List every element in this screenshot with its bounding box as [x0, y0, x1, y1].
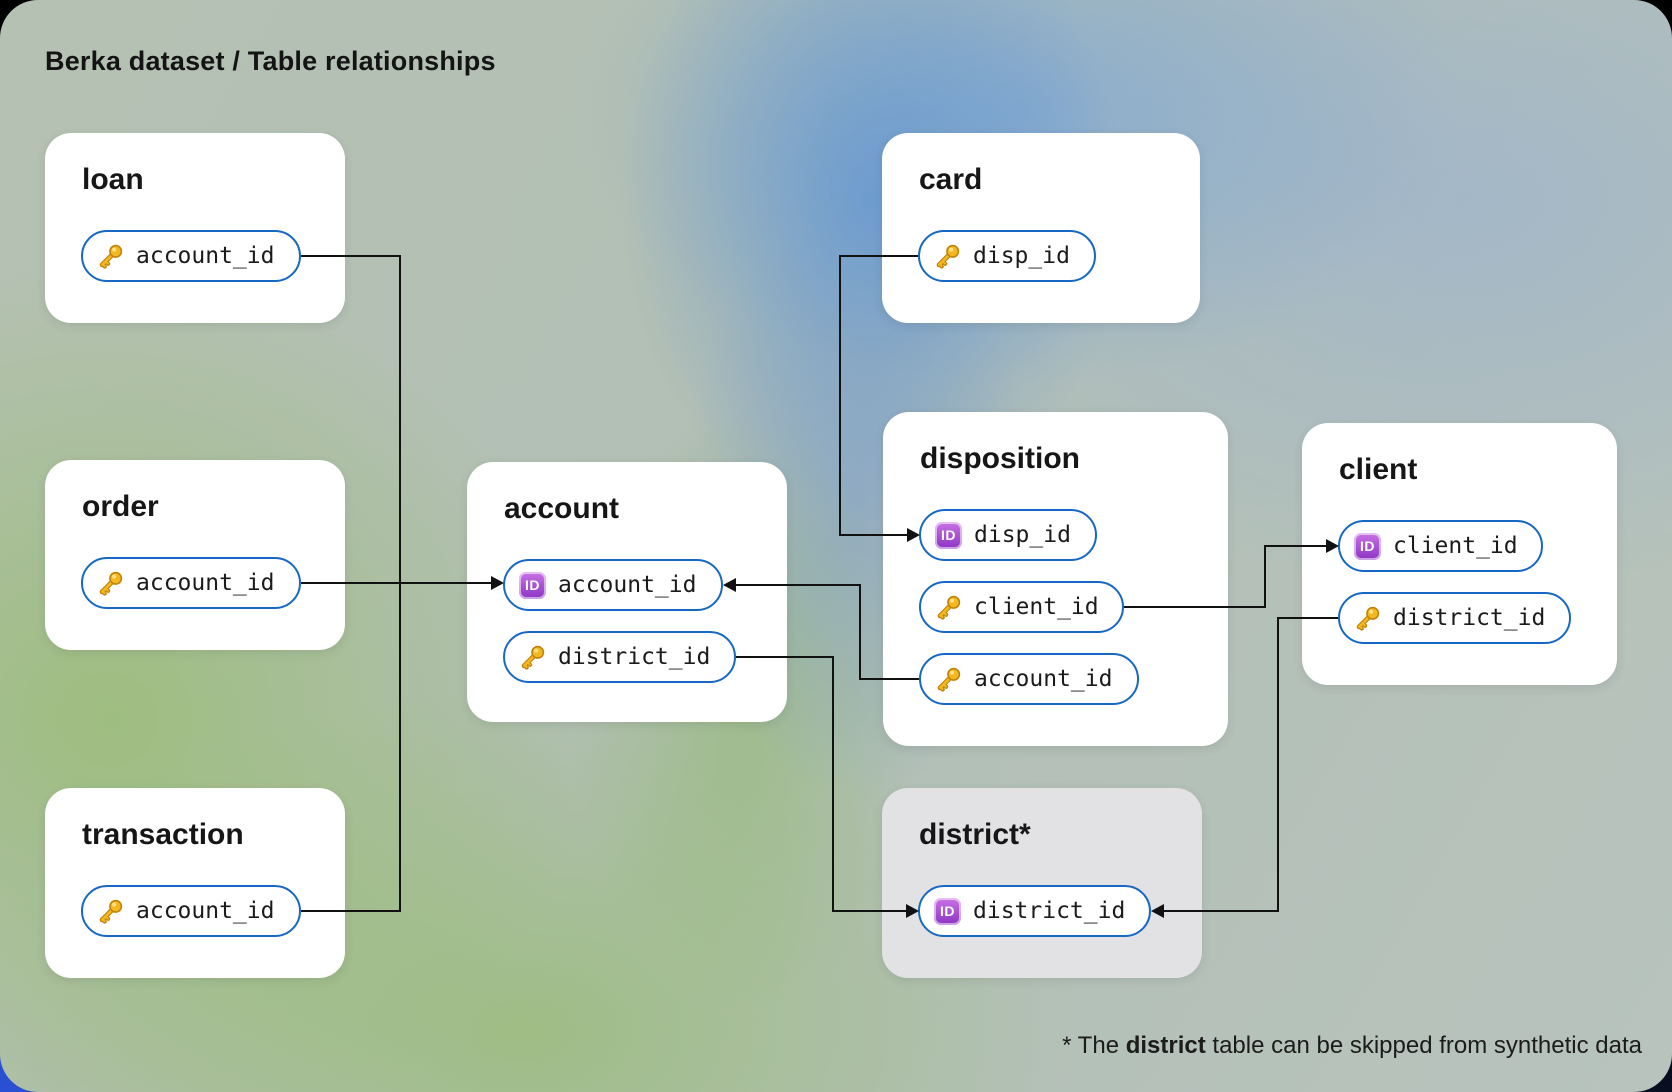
field-name: district_id	[1393, 605, 1546, 631]
connector-disposition-to-account	[735, 584, 861, 586]
table-name-disposition: disposition	[920, 442, 1080, 475]
connector-disposition-to-account-vertical	[859, 584, 861, 680]
arrowhead-into-account-account-id-right	[723, 578, 736, 592]
page-title: Berka dataset / Table relationships	[45, 46, 496, 76]
connector-card-out	[839, 255, 918, 257]
field-pill-order-account-id: account_id	[81, 557, 301, 609]
footnote: * The district table can be skipped from…	[1062, 1032, 1642, 1059]
table-card-district: district* ID district_id	[882, 788, 1202, 978]
connector-loan-out	[301, 255, 401, 257]
table-name-transaction: transaction	[82, 818, 244, 851]
field-pill-transaction-account-id: account_id	[81, 885, 301, 937]
connector-account-district-out	[736, 656, 834, 658]
connector-client-to-district-vertical	[1277, 617, 1279, 912]
field-pill-disposition-account-id: account_id	[919, 653, 1139, 705]
connector-card-to-disposition	[839, 534, 907, 536]
field-pill-account-district-id: district_id	[503, 631, 736, 683]
id-badge-icon: ID	[934, 897, 961, 925]
key-icon	[936, 244, 960, 269]
key-icon	[99, 899, 123, 924]
connector-account-to-district	[832, 910, 906, 912]
arrowhead-into-disposition-disp-id	[907, 528, 920, 542]
table-name-district: district*	[919, 818, 1031, 851]
table-name-card: card	[919, 163, 983, 196]
connector-disposition-to-client-vertical	[1264, 545, 1266, 608]
connector-disposition-to-client	[1264, 545, 1326, 547]
footnote-bold-word: district	[1125, 1032, 1206, 1059]
key-icon	[1356, 606, 1380, 631]
field-pill-disposition-client-id: client_id	[919, 581, 1124, 633]
connector-transaction-out	[301, 910, 401, 912]
table-card-card: card disp_id	[882, 133, 1200, 323]
arrowhead-into-client-client-id	[1326, 539, 1339, 553]
id-badge-icon: ID	[519, 571, 546, 599]
field-pill-card-disp-id: disp_id	[918, 230, 1096, 282]
field-pill-disposition-disp-id: ID disp_id	[919, 509, 1097, 561]
connector-client-district-out	[1277, 617, 1338, 619]
table-card-loan: loan account_id	[45, 133, 345, 323]
arrowhead-into-district-district-id-left	[906, 904, 919, 918]
table-name-account: account	[504, 492, 620, 525]
field-pill-account-account-id: ID account_id	[503, 559, 723, 611]
field-name: account_id	[558, 572, 697, 598]
field-name: client_id	[974, 594, 1099, 620]
table-name-loan: loan	[82, 163, 144, 196]
field-name: account_id	[974, 666, 1113, 692]
arrowhead-into-district-district-id-right	[1151, 904, 1164, 918]
table-card-disposition: disposition ID disp_id client_id account…	[883, 412, 1228, 746]
field-pill-client-client-id: ID client_id	[1338, 520, 1543, 572]
field-pill-loan-account-id: account_id	[81, 230, 301, 282]
field-name: district_id	[558, 644, 711, 670]
key-icon	[937, 595, 961, 620]
key-icon	[99, 244, 123, 269]
field-name: disp_id	[974, 522, 1071, 548]
connector-card-to-disposition-vertical	[839, 255, 841, 536]
key-icon	[937, 667, 961, 692]
table-card-transaction: transaction account_id	[45, 788, 345, 978]
connector-account-to-district-vertical	[832, 656, 834, 912]
table-card-client: client ID client_id district_id	[1302, 423, 1617, 685]
id-badge-icon: ID	[1354, 532, 1381, 560]
connector-disposition-client-out	[1124, 606, 1266, 608]
key-icon	[521, 645, 545, 670]
table-name-order: order	[82, 490, 159, 523]
field-name: account_id	[136, 243, 275, 269]
table-name-client: client	[1339, 453, 1418, 486]
field-name: disp_id	[973, 243, 1070, 269]
arrowhead-into-account-account-id	[491, 576, 504, 590]
connector-order-to-account	[301, 582, 491, 584]
connector-client-to-district	[1163, 910, 1279, 912]
field-pill-district-district-id: ID district_id	[918, 885, 1151, 937]
id-badge-icon: ID	[935, 521, 962, 549]
field-name: district_id	[973, 898, 1126, 924]
field-name: client_id	[1393, 533, 1518, 559]
field-name: account_id	[136, 898, 275, 924]
table-card-order: order account_id	[45, 460, 345, 650]
field-pill-client-district-id: district_id	[1338, 592, 1571, 644]
key-icon	[99, 571, 123, 596]
connector-disposition-account-out	[859, 678, 919, 680]
field-name: account_id	[136, 570, 275, 596]
table-card-account: account ID account_id district_id	[467, 462, 787, 722]
